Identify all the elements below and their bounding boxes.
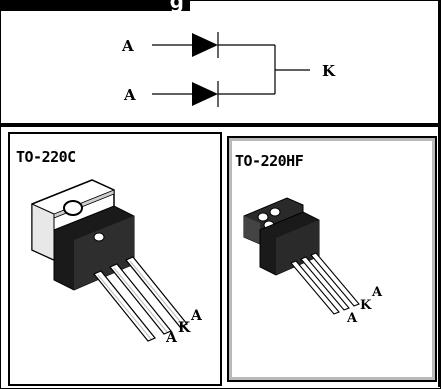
- package-panel-to220c: TO-220C A K A: [8, 132, 222, 386]
- diode-bottom-symbol: [192, 82, 218, 106]
- section-header-fragment: g: [170, 0, 184, 11]
- to220c-pin-2-label: K: [178, 320, 191, 336]
- to220hf-package-illustration: A K A: [243, 197, 383, 326]
- to220c-pin-1-label: A: [165, 330, 178, 346]
- to220hf-pin-1-label: A: [346, 311, 358, 326]
- package-label-to220hf: TO-220HF: [235, 152, 304, 170]
- to220c-pin-3-label: A: [190, 308, 203, 324]
- package-panel-to220hf: TO-220HF A K A: [227, 136, 437, 382]
- to220hf-pin-2-label: K: [360, 298, 372, 313]
- anode-bottom-label: A: [123, 86, 136, 104]
- diode-top-symbol: [192, 33, 218, 57]
- anode-top-label: A: [121, 37, 134, 55]
- cathode-label: K: [322, 62, 336, 80]
- right-border: [438, 0, 441, 387]
- to220hf-pin-3-label: A: [371, 285, 383, 300]
- package-label-to220c: TO-220C: [16, 148, 76, 166]
- section-divider: [0, 123, 441, 127]
- section-header-tab: g: [0, 0, 190, 11]
- diode-schematic: A A K: [121, 32, 336, 107]
- to220c-package-illustration: A K A: [31, 179, 203, 346]
